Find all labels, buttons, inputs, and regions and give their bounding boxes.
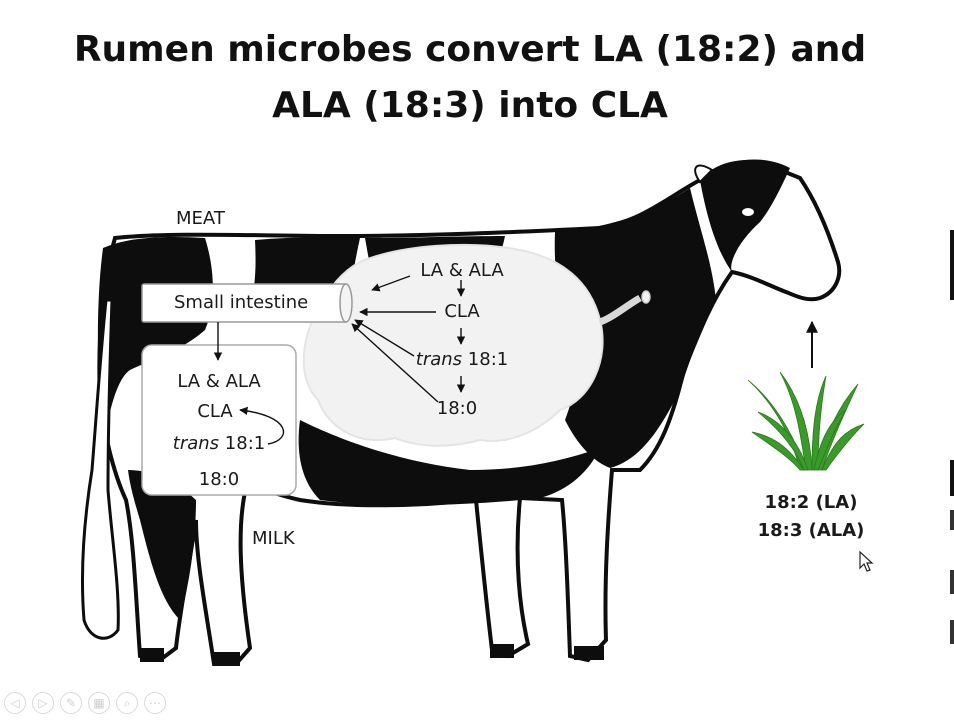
rumen-18-0: 18:0 bbox=[436, 398, 478, 419]
esophagus-tube bbox=[598, 294, 642, 326]
title-line-2: ALA (18:3) into CLA bbox=[272, 85, 668, 126]
cow-ear bbox=[694, 164, 714, 184]
udder-la-ala: LA & ALA bbox=[177, 371, 261, 392]
rumen-la-ala: LA & ALA bbox=[420, 260, 504, 281]
grass-la-label: 18:2 (LA) bbox=[764, 492, 858, 513]
meat-label: MEAT bbox=[176, 208, 225, 229]
arrow-180-to-si bbox=[351, 323, 439, 403]
prev-icon[interactable]: ◁ bbox=[4, 692, 26, 714]
slides-icon[interactable]: ▦ bbox=[88, 692, 110, 714]
presentation-toolbar: ◁ ▷ ✎ ▦ ⌕ ⋯ bbox=[4, 692, 166, 714]
esophagus-end bbox=[641, 290, 651, 304]
hoof-4 bbox=[574, 646, 604, 660]
more-icon[interactable]: ⋯ bbox=[144, 692, 166, 714]
udder-18-0: 18:0 bbox=[198, 469, 240, 490]
cow-eye bbox=[740, 206, 756, 218]
next-slide-edge bbox=[950, 230, 954, 644]
grass-ala-label: 18:3 (ALA) bbox=[757, 520, 865, 541]
small-intestine-end bbox=[339, 283, 353, 323]
rumen-trans-rest: 18:1 bbox=[462, 349, 509, 370]
pen-icon[interactable]: ✎ bbox=[60, 692, 82, 714]
udder-cla: CLA bbox=[197, 401, 233, 422]
cow-patch-belly bbox=[298, 420, 600, 506]
cow-tail bbox=[80, 298, 120, 640]
rumen-trans-18-1: trans 18:1 bbox=[390, 349, 534, 370]
zoom-icon[interactable]: ⌕ bbox=[116, 692, 138, 714]
arrow-la-to-si bbox=[371, 275, 411, 292]
cursor-icon bbox=[859, 550, 874, 572]
hoof-1 bbox=[140, 648, 164, 662]
small-intestine-label: Small intestine bbox=[174, 292, 309, 313]
arrow-trans-to-si bbox=[354, 319, 415, 357]
rumen-organ bbox=[302, 243, 604, 447]
next-icon[interactable]: ▷ bbox=[32, 692, 54, 714]
cow-patch-front bbox=[554, 188, 716, 468]
udder-box bbox=[141, 344, 297, 496]
arrow-trans-to-cla-loop bbox=[239, 406, 285, 445]
rumen-trans-word: trans bbox=[415, 349, 463, 370]
title-line-1: Rumen microbes convert LA (18:2) and bbox=[73, 29, 867, 70]
udder-trans-rest: 18:1 bbox=[219, 433, 266, 454]
grass-icon bbox=[747, 371, 865, 471]
udder-trans-word: trans bbox=[172, 433, 220, 454]
hoof-3 bbox=[490, 644, 514, 658]
slide-title: Rumen microbes convert LA (18:2) and ALA… bbox=[0, 22, 940, 134]
hoof-2 bbox=[214, 652, 240, 666]
cow-patch-hind-leg bbox=[128, 470, 196, 620]
udder-trans-18-1: trans 18:1 bbox=[142, 433, 296, 454]
milk-label: MILK bbox=[252, 528, 295, 549]
rumen-cla: CLA bbox=[444, 301, 480, 322]
